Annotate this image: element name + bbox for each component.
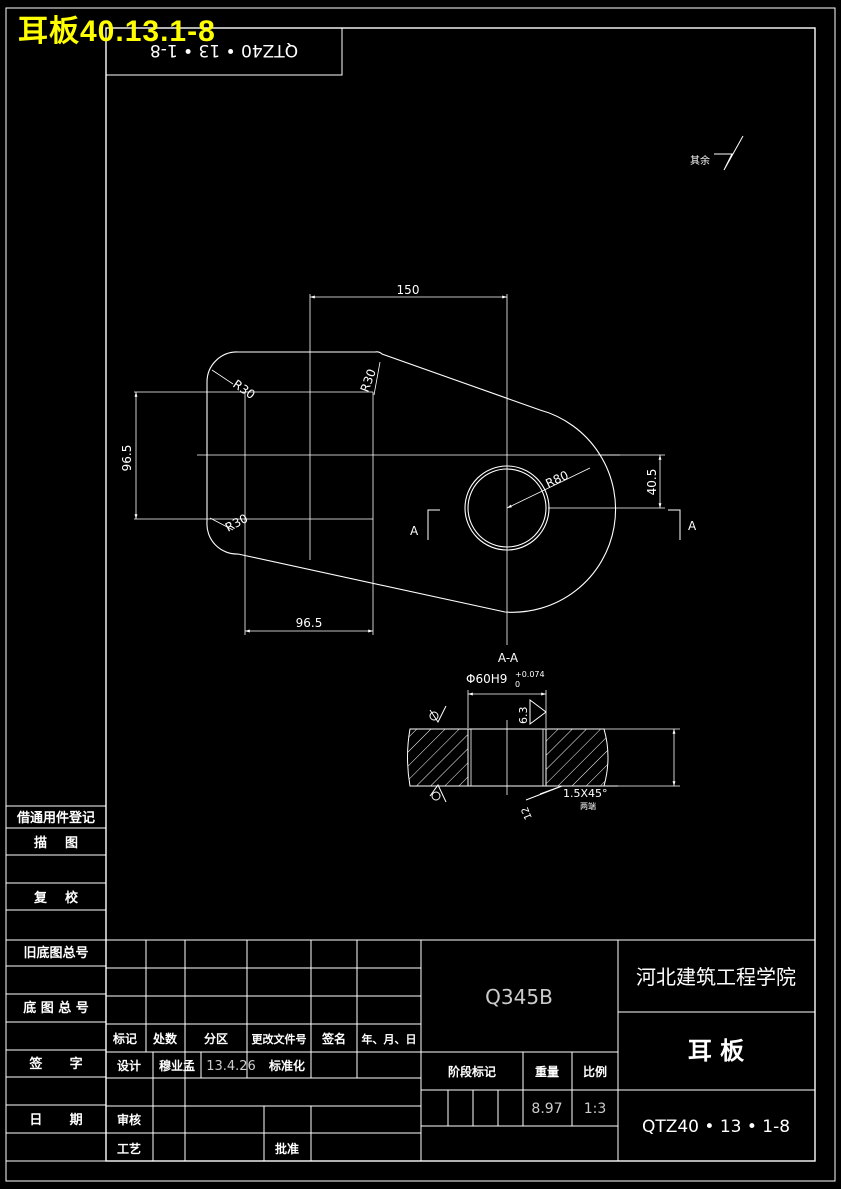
- roughness-bore: 6.3: [517, 707, 530, 725]
- title-block-grid: [105, 939, 816, 1162]
- dim-width-bottom: 96.5: [296, 616, 323, 630]
- corner-label-box: [105, 27, 343, 76]
- dim-radius-bl: R30: [223, 511, 250, 534]
- hole-circles: [464, 465, 550, 551]
- tb-scale-label: 比例: [583, 1064, 607, 1079]
- tb-col-mark: 标记: [112, 1031, 137, 1046]
- roughness-bottom: 12: [520, 805, 535, 821]
- tb-design-date: 13.4.26: [206, 1059, 256, 1074]
- tb-weight: 8.97: [531, 1101, 562, 1117]
- tb-col-zone: 分区: [204, 1031, 228, 1046]
- tb-col-signature: 签名: [321, 1031, 346, 1046]
- outer-frame: [5, 7, 836, 1182]
- tb-stage-mark: 阶段标记: [448, 1064, 496, 1079]
- dimension-lines: [134, 295, 662, 633]
- corner-label-mirrored: QTZ40 • 13 • 1-8: [150, 40, 298, 60]
- tb-scale: 1:3: [584, 1101, 607, 1117]
- bore-upper-dev: +0.074: [515, 670, 545, 679]
- tb-review: 审核: [117, 1112, 141, 1127]
- tb-designer: 穆业孟: [159, 1058, 195, 1073]
- bore-lower-dev: 0: [515, 680, 520, 689]
- tb-weight-label: 重量: [535, 1064, 559, 1079]
- side-trace: 描 图: [34, 835, 78, 851]
- dim-radius-big: R80: [543, 468, 570, 491]
- tb-school: 河北建筑工程学院: [636, 965, 796, 989]
- section-roughness-marks: [429, 699, 618, 803]
- tb-col-count: 处数: [152, 1031, 178, 1046]
- tb-material: Q345B: [485, 985, 553, 1009]
- tb-approve: 批准: [275, 1141, 299, 1156]
- chamfer-note: 两端: [580, 801, 596, 811]
- side-base-drawing-no: 底 图 总 号: [23, 1000, 89, 1016]
- side-sign: 签 字: [28, 1056, 82, 1072]
- roughness-other-label: 其余: [690, 154, 710, 167]
- dim-height-left: 96.5: [120, 445, 134, 472]
- plate-outline: [206, 351, 617, 613]
- section-body: [407, 720, 609, 795]
- tb-process: 工艺: [117, 1141, 141, 1156]
- inner-frame: [105, 27, 816, 1162]
- section-title: A-A: [498, 651, 519, 665]
- radius-r80-leader: [506, 467, 591, 509]
- section-mark-right: A: [688, 519, 697, 533]
- center-lines: [134, 294, 665, 645]
- bore-dim-lines: [467, 690, 680, 787]
- roughness-other-symbol: [714, 135, 744, 171]
- side-date: 日 期: [29, 1113, 82, 1128]
- tb-row-design: 设计: [117, 1058, 141, 1073]
- tb-drawing-no: QTZ40 • 13 • 1-8: [642, 1117, 790, 1137]
- section-mark-left: A: [410, 524, 419, 538]
- header-title: 耳板40.13.1-8: [18, 15, 216, 48]
- bore-dim: Φ60H9: [466, 672, 507, 686]
- chamfer-dim: 1.5X45°: [563, 787, 608, 800]
- tb-part-name: 耳 板: [688, 1037, 745, 1065]
- tb-standardize: 标准化: [268, 1058, 305, 1073]
- dim-width-150: 150: [397, 283, 420, 297]
- side-recheck: 复 校: [33, 890, 79, 906]
- section-markers: [427, 509, 681, 540]
- dim-radius-tr: R30: [358, 367, 379, 394]
- side-old-drawing-no: 旧底图总号: [23, 945, 88, 961]
- dim-offset-right: 40.5: [645, 469, 659, 496]
- tb-col-change-doc: 更改文件号: [252, 1032, 307, 1046]
- tb-col-date: 年、月、日: [362, 1032, 417, 1046]
- side-borrow-register: 借通用件登记: [16, 810, 95, 826]
- dim-radius-tl: R30: [230, 377, 257, 402]
- side-panel-grid: [5, 805, 107, 1162]
